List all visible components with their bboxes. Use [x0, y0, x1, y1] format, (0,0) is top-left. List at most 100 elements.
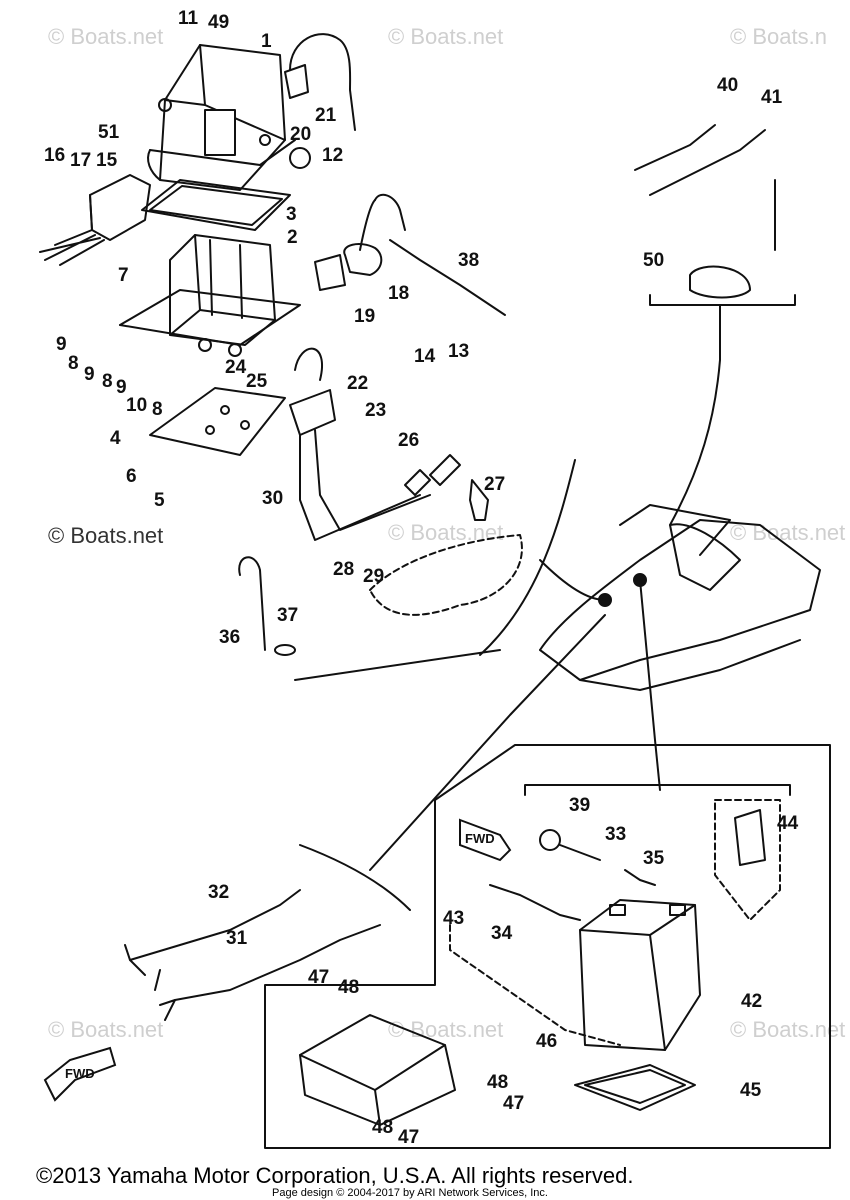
harness-32 — [129, 889, 301, 961]
sensor-41 — [649, 129, 766, 196]
part-number: 40 — [717, 75, 738, 96]
part-number: 3 — [286, 204, 297, 225]
part-number: 5 — [154, 490, 165, 511]
battery-box-frame — [264, 744, 831, 1149]
watermark-mid-left: © Boats.net — [48, 523, 163, 548]
lead-wire — [289, 33, 356, 131]
part-number: 6 — [126, 466, 137, 487]
part-number: 17 — [70, 150, 91, 171]
fwd-arrow-upper: FWD — [459, 818, 512, 862]
page-design-credit: Page design © 2004-2017 by ARI Network S… — [272, 1187, 548, 1199]
bracket-50 — [689, 265, 751, 299]
battery-strap-box — [714, 799, 781, 921]
part-number: 10 — [126, 395, 147, 416]
part-number: 14 — [414, 346, 436, 367]
part-number: 31 — [226, 928, 248, 949]
part-number: 15 — [96, 150, 118, 171]
battery-strap — [734, 809, 766, 866]
part-number: 50 — [643, 250, 664, 271]
part-number: 12 — [322, 145, 343, 166]
part-number: 24 — [225, 357, 247, 378]
gasket — [141, 179, 291, 231]
spark-plug-27 — [469, 479, 489, 521]
battery-mat — [574, 1064, 696, 1111]
cap-12 — [289, 147, 311, 169]
battery — [579, 899, 701, 1051]
part-number: 45 — [740, 1080, 762, 1101]
part-number: 30 — [262, 488, 283, 509]
part-number: 16 — [44, 145, 65, 166]
part-number: 46 — [536, 1031, 557, 1052]
part-number-labels: 1 2 3 4 5 6 7 8 8 8 9 9 9 10 11 12 13 14… — [44, 8, 799, 1148]
part-number: 19 — [354, 306, 375, 327]
fuse-39 — [539, 829, 561, 851]
part-number: 25 — [246, 371, 268, 392]
part-number: 36 — [219, 627, 240, 648]
copyright-notice: ©2013 Yamaha Motor Corporation, U.S.A. A… — [36, 1163, 633, 1188]
part-number: 23 — [365, 400, 386, 421]
part-number: 48 — [487, 1072, 508, 1093]
watermark-top-right: © Boats.n — [730, 24, 827, 49]
part-number: 37 — [277, 605, 298, 626]
part-number: 1 — [261, 31, 272, 52]
part-number: 13 — [448, 341, 469, 362]
plug-cap — [404, 469, 431, 496]
lead-34 — [489, 884, 581, 921]
battery-tray — [299, 1014, 456, 1126]
part-number: 9 — [84, 364, 95, 385]
watermark-low-right: © Boats.net — [730, 1017, 845, 1042]
fwd-label-lower: FWD — [65, 1066, 95, 1081]
part-number: 47 — [308, 967, 329, 988]
part-number: 8 — [152, 399, 163, 420]
part-number: 8 — [102, 371, 113, 392]
part-number: 11 — [178, 8, 199, 29]
watermark-layer: © Boats.net © Boats.net © Boats.n © Boat… — [48, 24, 845, 1042]
harness-31 — [174, 924, 381, 1001]
part-number: 28 — [333, 559, 354, 580]
part-number: 48 — [338, 977, 359, 998]
part-number: 18 — [388, 283, 409, 304]
part-number: 34 — [491, 923, 513, 944]
part-number: 29 — [363, 566, 384, 587]
part-number: 4 — [110, 428, 121, 449]
part-number: 43 — [443, 908, 464, 929]
part-number: 21 — [315, 105, 337, 126]
part-number: 22 — [347, 373, 368, 394]
engine-outline — [369, 534, 523, 616]
starter-relay — [314, 193, 406, 291]
ignition-coil — [289, 347, 431, 541]
part-number: 44 — [777, 813, 799, 834]
watermark-mid-center: © Boats.net — [388, 520, 503, 545]
sensor-lead — [238, 556, 266, 651]
part-number: 42 — [741, 991, 762, 1012]
part-number: 20 — [290, 124, 311, 145]
part-number: 9 — [116, 377, 127, 398]
part-number: 51 — [98, 122, 120, 143]
part-number: 39 — [569, 795, 590, 816]
part-number: 26 — [398, 430, 419, 451]
part-number: 47 — [398, 1127, 419, 1148]
part-number: 48 — [372, 1117, 393, 1138]
watermark-top-left: © Boats.net — [48, 24, 163, 49]
part-number: 41 — [761, 87, 783, 108]
part-number: 35 — [643, 848, 665, 869]
electrical-box-cover — [147, 44, 296, 191]
part-number: 32 — [208, 882, 229, 903]
mounting-plate — [149, 387, 286, 456]
rectifier-regulator — [39, 174, 151, 266]
part-number: 8 — [68, 353, 79, 374]
watercraft-hull — [539, 504, 821, 691]
part-number: 7 — [118, 265, 129, 286]
part-number: 49 — [208, 12, 229, 33]
electrical-box-housing — [119, 234, 301, 357]
fwd-arrow-lower: FWD — [43, 1046, 117, 1102]
part-number: 27 — [484, 474, 505, 495]
part-number: 47 — [503, 1093, 524, 1114]
watermark-top-center: © Boats.net — [388, 24, 503, 49]
part-number: 2 — [287, 227, 298, 248]
part-number: 33 — [605, 824, 626, 845]
watermark-low-left: © Boats.net — [48, 1017, 163, 1042]
part-number: 9 — [56, 334, 67, 355]
part-number: 38 — [458, 250, 479, 271]
